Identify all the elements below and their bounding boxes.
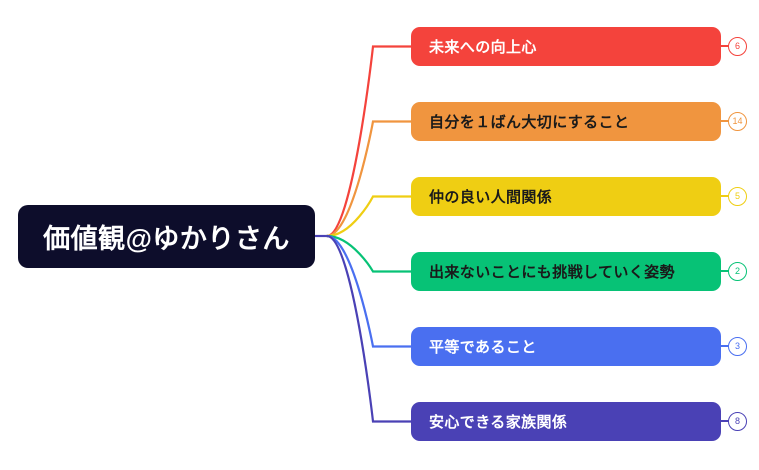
branch-count-badge-text: 2 [734,266,740,276]
branch-count-badge[interactable]: 14 [728,112,747,131]
branch-node-label: 未来への向上心 [429,39,537,56]
branch-node[interactable]: 仲の良い人間関係 [411,177,721,216]
branch-connector [325,45,413,238]
branch-count-badge[interactable]: 5 [728,187,747,206]
badge-stub [721,195,729,197]
branch-connector [325,234,413,423]
branch-node[interactable]: 未来への向上心 [411,27,721,66]
branch-node[interactable]: 自分を１ばん大切にすること [411,102,721,141]
branch-node-label: 自分を１ばん大切にすること [429,114,630,131]
branch-node-label: 仲の良い人間関係 [429,189,553,206]
branch-count-badge-text: 3 [734,341,740,351]
branch-node-label: 出来ないことにも挑戦していく姿勢 [429,264,675,281]
branch-count-badge-text: 6 [734,41,740,51]
branch-count-badge-text: 5 [734,191,740,201]
branch-node[interactable]: 平等であること [411,327,721,366]
branch-count-badge[interactable]: 2 [728,262,747,281]
root-node-label: 価値観@ゆかりさん [43,224,290,254]
branch-node-label: 安心できる家族関係 [429,414,568,431]
branch-connector [325,234,413,273]
branch-count-badge-text: 14 [732,116,743,126]
branch-connector [325,195,413,238]
branch-count-badge[interactable]: 6 [728,37,747,56]
badge-stub [721,420,729,422]
root-node[interactable]: 価値観@ゆかりさん [18,205,315,268]
badge-stub [721,345,729,347]
branch-node[interactable]: 出来ないことにも挑戦していく姿勢 [411,252,721,291]
branch-connector [325,120,413,238]
branch-connector [325,234,413,348]
branch-node-label: 平等であること [429,339,537,356]
badge-stub [721,45,729,47]
branch-node[interactable]: 安心できる家族関係 [411,402,721,441]
badge-stub [721,120,729,122]
badge-stub [721,270,729,272]
branch-count-badge[interactable]: 3 [728,337,747,356]
branch-count-badge-text: 8 [734,416,740,426]
branch-count-badge[interactable]: 8 [728,412,747,431]
